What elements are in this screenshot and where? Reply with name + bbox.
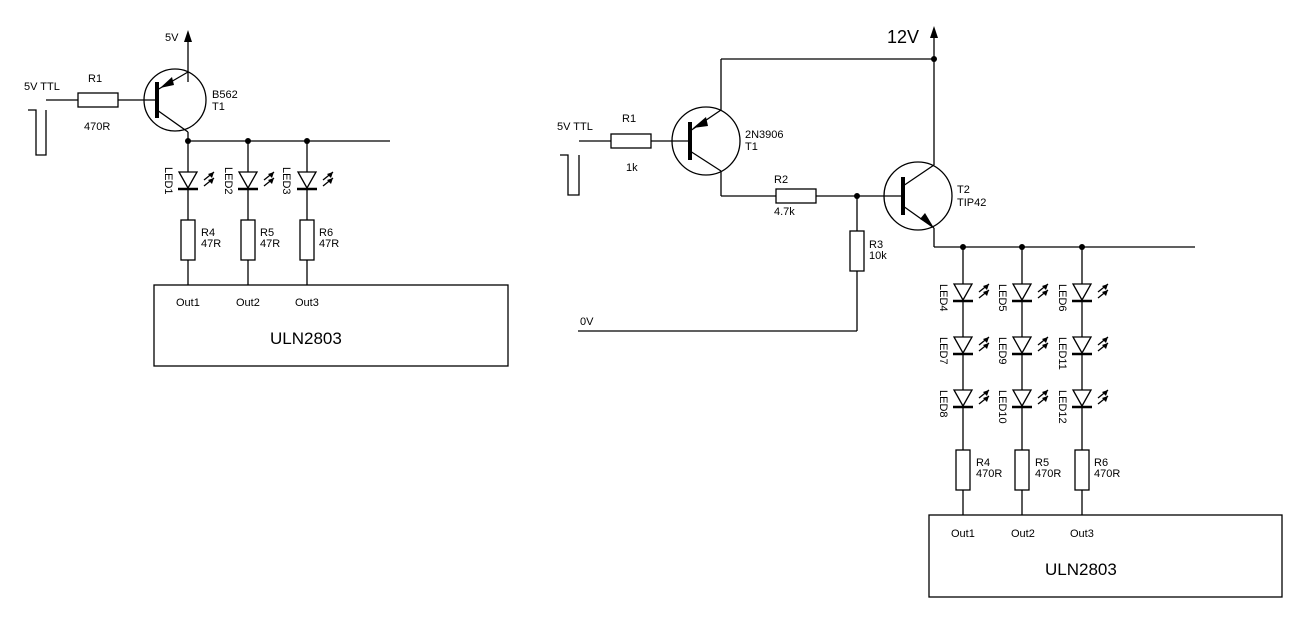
right-supply-arrow [930,26,938,59]
right-t2-transistor [883,161,953,231]
right-r6-value: 470R [1094,468,1120,480]
left-led2-label: LED2 [222,167,234,195]
left-r1-value: 470R [84,121,110,133]
right-uln2803-ic [928,514,1283,598]
right-r2-value: 4.7k [774,206,795,218]
left-circuit: 5V 5V TTL R1 470R B562 T1 [24,30,509,367]
right-led10-label: LED10 [996,390,1008,424]
left-t1-part: B562 [212,89,238,101]
right-led5-label: LED5 [996,284,1008,312]
left-uln2803-ic [153,284,509,367]
led-light-icon [1097,283,1109,405]
left-supply-arrow [184,30,192,82]
left-ic-out2: Out2 [236,297,260,309]
right-ic-out3: Out3 [1070,528,1094,540]
right-r3-resistor [849,230,865,272]
led1-light-icon [203,171,215,187]
right-r1-name: R1 [622,113,636,125]
right-r2-name: R2 [774,174,788,186]
right-ground-label: 0V [580,316,594,328]
right-r4-value: 470R [976,468,1002,480]
right-t2-part: TIP42 [957,197,986,209]
right-r1-value: 1k [626,162,638,174]
led2-light-icon [263,171,275,187]
right-led4-label: LED4 [937,284,949,312]
right-t1-name: T1 [745,141,758,153]
led3-light-icon [322,171,334,187]
left-r6-value: 47R [319,238,339,250]
left-input-label: 5V TTL [24,81,60,93]
right-t2-name: T2 [957,184,970,196]
left-ic-out3: Out3 [295,297,319,309]
right-r6-name: R6 [1094,457,1108,469]
left-led-column-1 [177,141,215,285]
right-led8-label: LED8 [937,390,949,418]
left-ic-out1: Out1 [176,297,200,309]
right-ic-name: ULN2803 [1045,560,1117,579]
right-led7-label: LED7 [937,337,949,365]
left-t1-transistor [143,68,207,133]
left-r5-name: R5 [260,227,274,239]
right-r2-resistor [775,188,817,204]
right-led-column-2 [1011,247,1049,515]
left-ic-name: ULN2803 [270,329,342,348]
right-ic-out2: Out2 [1011,528,1035,540]
right-r1-resistor [610,133,652,149]
left-led-column-2 [237,141,275,285]
right-r3-name: R3 [869,239,883,251]
led-light-icon [978,283,990,405]
right-led12-label: LED12 [1056,390,1068,424]
right-r5-value: 470R [1035,468,1061,480]
right-led9-label: LED9 [996,337,1008,365]
left-led-column-3 [296,141,334,285]
left-t1-name: T1 [212,101,225,113]
right-input-pulse-icon [560,154,580,196]
left-r5-value: 47R [260,238,280,250]
right-circuit: 12V 5V TTL R1 1k 2N3906 T1 R2 4.7k [557,26,1283,598]
right-led11-label: LED11 [1056,337,1068,370]
right-input-label: 5V TTL [557,121,593,133]
left-supply-label: 5V [165,32,179,44]
left-input-pulse-icon [28,109,47,156]
left-led3-label: LED3 [280,167,292,195]
right-ic-out1: Out1 [951,528,975,540]
right-t1-transistor [671,106,741,176]
left-r1-resistor [77,92,119,108]
right-led-column-1 [952,247,990,515]
left-r4-value: 47R [201,238,221,250]
left-r1-name: R1 [88,73,102,85]
right-supply-label: 12V [887,27,919,47]
right-t1-part: 2N3906 [745,129,784,141]
left-r4-name: R4 [201,227,215,239]
right-led6-label: LED6 [1056,284,1068,312]
right-r4-name: R4 [976,457,990,469]
right-r3-value: 10k [869,250,887,262]
left-r6-name: R6 [319,227,333,239]
left-led1-label: LED1 [162,167,174,195]
right-led-column-3 [1071,247,1109,515]
right-r5-name: R5 [1035,457,1049,469]
led-light-icon [1037,283,1049,405]
